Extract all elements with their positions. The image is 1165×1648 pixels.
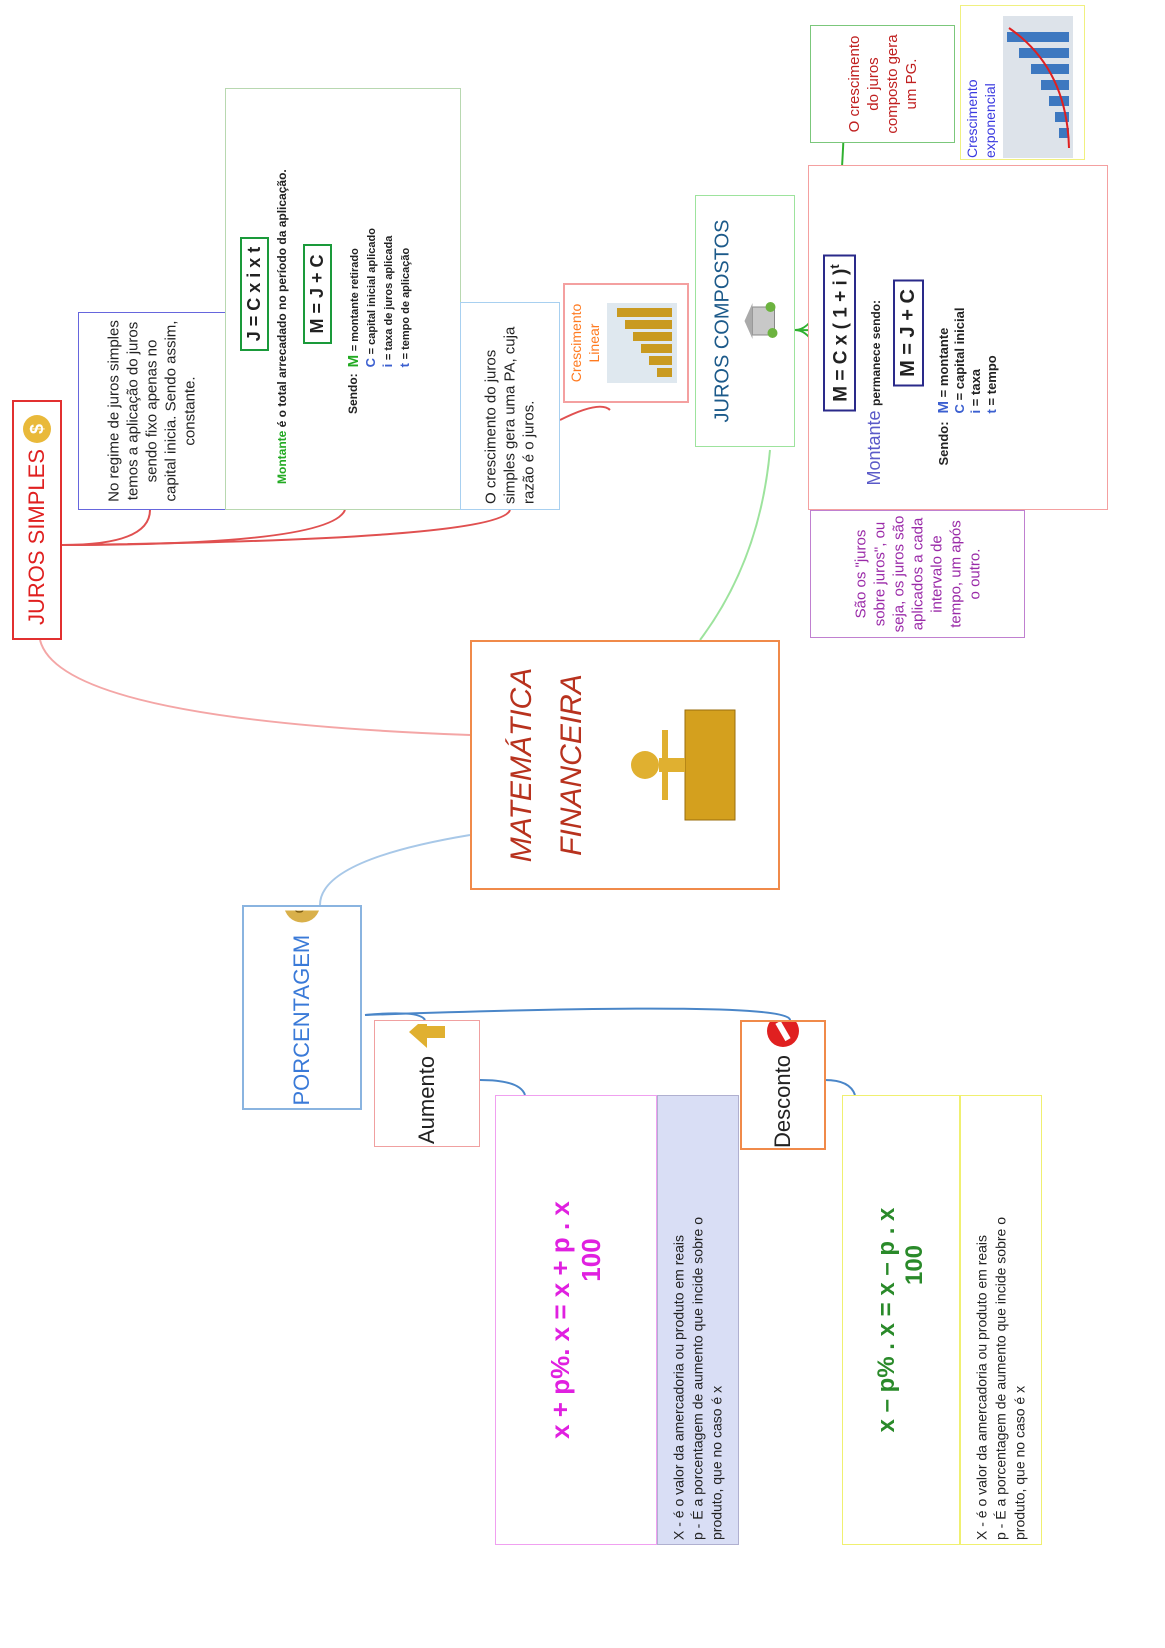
linear-box: Crescimento Linear: [563, 283, 689, 403]
legend-compound: M = montante C = capital inicial i = tax…: [935, 307, 1000, 413]
desconto-label: Desconto: [770, 1055, 795, 1148]
aumento-note-2: p - É a porcentagem de aumento que incid…: [689, 1217, 706, 1540]
legend-simple: M = montante retirado C = capital inicia…: [345, 228, 412, 368]
desconto-node[interactable]: Desconto: [740, 1020, 826, 1150]
gold-figure-icon: [631, 709, 736, 821]
formula-mj: M = J + C: [893, 278, 925, 387]
exponencial-label: Crescimento exponencial: [963, 78, 998, 158]
pg-text: O crescimento do juros composto gera um …: [845, 34, 920, 134]
linear-label: Crescimento Linear: [568, 303, 602, 383]
arrow-up-gold-icon: [409, 1023, 445, 1048]
building-icon: [744, 302, 778, 339]
pg-box: O crescimento do juros composto gera um …: [810, 25, 955, 143]
center-title-1: MATEMÁTICA: [505, 667, 538, 863]
formula-compound: M = C x ( 1 + i )t: [823, 253, 857, 412]
svg-text:%: %: [292, 910, 314, 913]
aumento-label: Aumento: [414, 1055, 439, 1144]
sendo-compound-label: Sendo:: [936, 420, 952, 465]
montante-compound-label: Montante: [864, 409, 885, 485]
juros-compostos-formula-box: M = C x ( 1 + i )t Montante permanece se…: [808, 165, 1108, 510]
pa-box: O crescimento do juros simples gera uma …: [460, 302, 560, 510]
exponencial-box: Crescimento exponencial: [960, 5, 1085, 160]
desconto-formula: x – p% . x = x – p . x: [873, 1207, 900, 1433]
aumento-denominator: 100: [576, 1238, 606, 1282]
juros-sobre-juros-text: São os "juros sobre juros", ou seja, os …: [852, 515, 983, 633]
desconto-note-2: p - É a porcentagem de aumento que incid…: [992, 1217, 1009, 1540]
center-node[interactable]: MATEMÁTICA FINANCEIRA: [470, 640, 780, 890]
juros-compostos-title: JUROS COMPOSTOS: [711, 219, 734, 423]
juros-simples-intro-box: No regime de juros simples temos a aplic…: [78, 312, 226, 510]
juros-sobre-juros-box: São os "juros sobre juros", ou seja, os …: [810, 510, 1025, 638]
desconto-formula-box: x – p% . x = x – p . x 100: [842, 1095, 960, 1545]
exponential-chart-icon: [1002, 15, 1073, 158]
dollar-coin-icon: $: [23, 414, 51, 443]
pa-text: O crescimento do juros simples gera uma …: [482, 326, 538, 504]
porcentagem-title: PORCENTAGEM: [289, 934, 314, 1105]
aumento-formula-box: x + p%. x = x + p . x 100: [495, 1095, 657, 1545]
juros-compostos-node[interactable]: JUROS COMPOSTOS: [695, 195, 795, 447]
desconto-note-box: X - é o valor da amercadoria ou produto …: [960, 1095, 1042, 1545]
montante-desc: é o total arrecadado no período da aplic…: [275, 169, 289, 428]
desconto-note-3: produto, que no caso é x: [1011, 1385, 1028, 1540]
aumento-formula: x + p%. x = x + p . x: [545, 1201, 575, 1439]
linear-growth-icon: [607, 303, 677, 383]
juros-simples-node[interactable]: JUROS SIMPLES $: [12, 400, 62, 640]
formula-m: M = J + C: [303, 244, 332, 344]
desconto-denominator: 100: [901, 1244, 928, 1286]
juros-simples-formula-box: J = C x i x t Montante é o total arrecad…: [225, 88, 461, 510]
porcentagem-node[interactable]: % PORCENTAGEM: [242, 905, 362, 1110]
desconto-note-1: X - é o valor da amercadoria ou produto …: [973, 1234, 990, 1540]
aumento-note-3: produto, que no caso é x: [708, 1385, 725, 1540]
center-title-2: FINANCEIRA: [555, 674, 588, 856]
aumento-node[interactable]: Aumento: [374, 1020, 480, 1147]
sendo-label: Sendo:: [346, 373, 360, 414]
montante-compound-desc: permanece sendo:: [869, 299, 884, 406]
formula-j: J = C x i x t: [240, 236, 269, 352]
aumento-note-box: X - é o valor da amercadoria ou produto …: [657, 1095, 739, 1545]
montante-label: Montante: [275, 430, 289, 484]
percent-coins-icon: %: [284, 910, 320, 923]
no-entry-icon: [767, 1022, 799, 1048]
juros-simples-intro-text: No regime de juros simples temos a aplic…: [105, 320, 199, 502]
juros-simples-title: JUROS SIMPLES: [24, 448, 49, 626]
aumento-note-1: X - é o valor da amercadoria ou produto …: [670, 1234, 687, 1540]
